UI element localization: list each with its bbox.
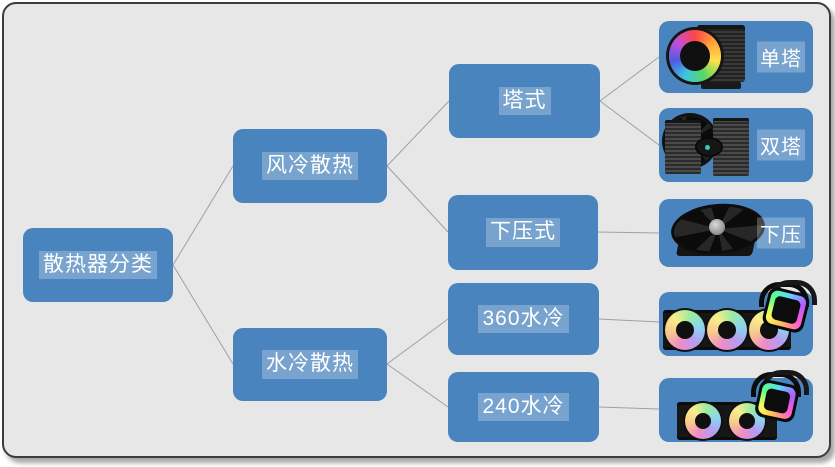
rgb-fan-icon xyxy=(665,310,705,350)
node-240-water-label: 240水冷 xyxy=(478,392,569,422)
low-profile-cooler-image xyxy=(668,199,768,262)
node-240-water[interactable]: 240水冷 xyxy=(448,372,599,442)
dual-tower-cooler-image xyxy=(665,116,753,178)
fan-hub-icon xyxy=(709,219,725,235)
heatsink-base xyxy=(701,82,741,89)
node-360-water-label: 360水冷 xyxy=(478,304,569,334)
node-aio-240-image[interactable] xyxy=(659,370,813,442)
node-low-profile-label: 下压 xyxy=(757,217,805,249)
node-tower-type[interactable]: 塔式 xyxy=(449,64,600,138)
node-water-label: 水冷散热 xyxy=(262,350,358,379)
node-aio-360-image[interactable] xyxy=(659,280,817,356)
node-air-label: 风冷散热 xyxy=(262,151,358,181)
node-topdown-type[interactable]: 下压式 xyxy=(448,195,598,270)
node-single-tower-label: 单塔 xyxy=(757,41,805,73)
node-water-cooling[interactable]: 水冷散热 xyxy=(233,328,387,401)
node-tower-label: 塔式 xyxy=(498,86,551,116)
single-tower-cooler-image xyxy=(669,25,753,89)
rgb-fan-icon xyxy=(707,310,747,350)
aio-240-cooler-image xyxy=(677,370,809,440)
aio-360-cooler-image xyxy=(663,280,817,354)
node-root-label: 散热器分类 xyxy=(39,250,157,280)
node-single-tower[interactable]: 单塔 xyxy=(659,21,813,93)
rgb-fan-icon xyxy=(669,30,721,82)
rgb-fan-icon xyxy=(685,403,721,439)
pump-block-icon xyxy=(753,378,801,424)
node-low-profile[interactable]: 下压 xyxy=(659,199,813,267)
node-dual-tower[interactable]: 双塔 xyxy=(659,108,813,182)
node-root-cooler-classification[interactable]: 散热器分类 xyxy=(23,228,173,302)
node-air-cooling[interactable]: 风冷散热 xyxy=(233,129,387,203)
rgb-fan-icon xyxy=(729,403,765,439)
node-dual-tower-label: 双塔 xyxy=(757,129,805,161)
node-topdown-label: 下压式 xyxy=(486,218,560,247)
node-360-water[interactable]: 360水冷 xyxy=(448,283,599,355)
